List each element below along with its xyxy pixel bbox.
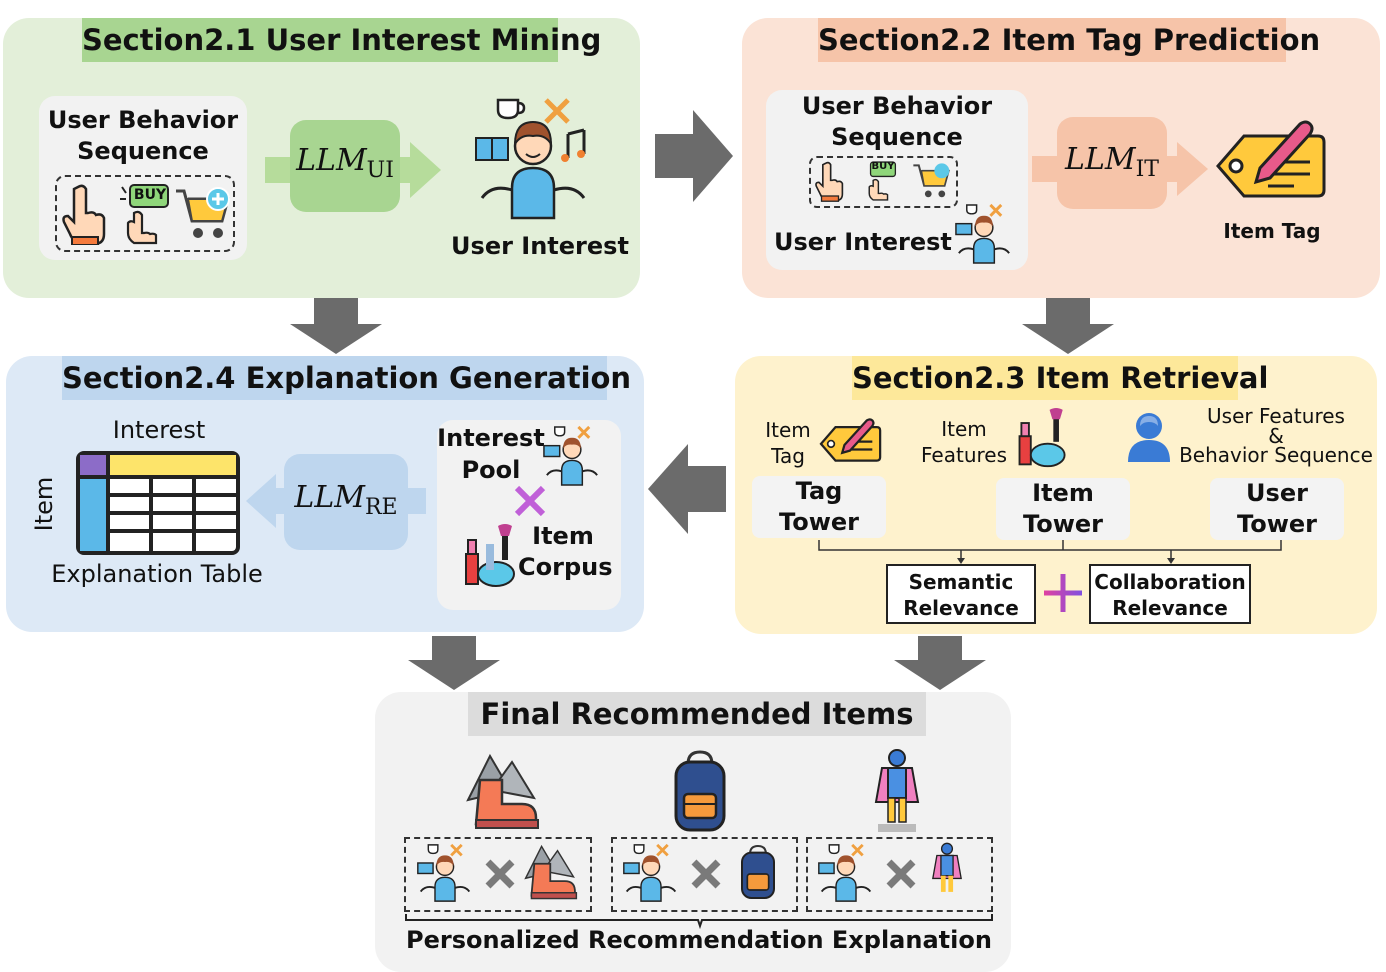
semantic-line1: Semantic	[908, 570, 1014, 594]
behavior-label-line2: Sequence	[77, 137, 209, 165]
multiply-icon-g1	[485, 859, 515, 889]
llm-it-box	[1057, 117, 1167, 209]
item-tag-feature-line1: Item	[765, 418, 811, 442]
user-profile-icon	[1128, 413, 1170, 462]
cross-icon	[514, 485, 546, 517]
behavior2-line1: User Behavior	[801, 92, 993, 120]
llm-ui-label: LLMUI	[296, 143, 394, 183]
semantic-relevance-box: Semantic Relevance	[886, 564, 1036, 624]
user-interest-icon-small	[955, 203, 1010, 264]
superhero-figure-icon-g3	[932, 842, 962, 892]
buy-label-small: BUY	[871, 161, 895, 172]
hiking-boot-icon	[466, 753, 539, 829]
pointing-hand-icon-small	[815, 161, 844, 202]
item-tag-icon	[1216, 120, 1326, 198]
explanation-group-1	[404, 837, 592, 912]
section22-title: Section2.2 Item Tag Prediction	[818, 18, 1320, 62]
interest-axis-label: Interest	[112, 416, 206, 444]
behavior2-icons-group	[809, 156, 958, 208]
user-features-line1: User Features	[1207, 404, 1345, 428]
user-tower-line1: User	[1246, 479, 1308, 507]
llm-re-box	[284, 454, 408, 550]
pointing-hand-icon	[62, 184, 106, 245]
superhero-figure-icon	[874, 749, 920, 832]
llm-it-label: LLMIT	[1065, 142, 1159, 182]
tag-tower-line2: Tower	[779, 508, 859, 536]
item-features-line2: Features	[921, 443, 1007, 467]
cosmetics-icon-small	[1018, 408, 1066, 468]
plus-icon	[1044, 574, 1082, 612]
buy-label: BUY	[133, 187, 167, 203]
llm-re-label: LLMRE	[294, 480, 398, 520]
add-to-cart-icon-small	[913, 163, 950, 198]
item-corpus-line1: Item	[532, 522, 594, 550]
final-title: Final Recommended Items	[468, 692, 926, 736]
user-interest-label: User Interest	[451, 232, 629, 260]
user-interest-icon-g3	[818, 843, 872, 902]
explanation-group-3	[806, 837, 993, 912]
tag-tower-line1: Tag	[795, 477, 843, 505]
item-tag-feature-line2: Tag	[771, 444, 805, 468]
collab-line2: Relevance	[1112, 596, 1228, 620]
flow-arrow-left	[648, 444, 726, 534]
user-features-line3: Behavior Sequence	[1179, 443, 1373, 467]
section23-title: Section2.3 Item Retrieval	[852, 356, 1268, 400]
behavior-label-line1: User Behavior	[47, 106, 239, 134]
collab-line1: Collaboration	[1094, 570, 1246, 594]
item-axis-label: Item	[30, 476, 58, 532]
user-interest-icon	[475, 98, 586, 220]
user-interest-icon-g1	[417, 843, 471, 902]
add-to-cart-icon	[176, 187, 230, 238]
multiply-icon-g3	[886, 859, 916, 889]
multiply-icon-g2	[691, 859, 721, 889]
user-tower: User Tower	[1210, 478, 1344, 540]
tower-connectors	[818, 540, 1282, 564]
item-corpus-line2: Corpus	[518, 553, 613, 581]
flow-arrow-down-right	[1022, 298, 1114, 354]
explanation-group-2	[611, 837, 798, 912]
hiking-boot-icon-g1	[524, 844, 578, 900]
flow-arrow-down-final-right	[894, 636, 986, 690]
semantic-line2: Relevance	[903, 596, 1019, 620]
explanation-brace	[405, 914, 993, 930]
interest-pool-line2: Pool	[461, 456, 521, 484]
user-interest-label-2: User Interest	[774, 228, 952, 256]
section21-title: Section2.1 User Interest Mining	[82, 18, 601, 62]
item-tower: Item Tower	[996, 478, 1130, 540]
behavior2-line2: Sequence	[831, 123, 963, 151]
backpack-icon	[674, 750, 726, 832]
explanation-table-label: Explanation Table	[51, 560, 263, 588]
user-tower-line2: Tower	[1237, 510, 1317, 538]
user-interest-icon-g2	[623, 843, 677, 902]
buy-hand-icon-small	[868, 161, 897, 201]
flow-arrow-down-final-left	[408, 636, 500, 690]
item-tower-line1: Item	[1032, 479, 1094, 507]
flow-arrow-down-left	[290, 298, 382, 354]
cosmetics-icon	[465, 524, 515, 587]
backpack-icon-g2	[741, 844, 775, 899]
interest-pool-line1: Interest	[437, 424, 545, 452]
tag-tower: Tag Tower	[752, 476, 886, 538]
flow-arrow-right	[655, 110, 733, 202]
item-tag-label: Item Tag	[1223, 219, 1321, 243]
item-features-line1: Item	[941, 417, 987, 441]
buy-hand-icon	[120, 184, 169, 245]
user-features-line2: &	[1268, 424, 1284, 448]
llm-ui-box	[290, 120, 400, 212]
item-tower-line2: Tower	[1023, 510, 1103, 538]
user-interest-icon-pool	[543, 425, 598, 486]
item-tag-icon-small	[819, 418, 882, 462]
final-footer: Personalized Recommendation Explanation	[406, 926, 992, 954]
behavior-icons-group	[55, 175, 235, 252]
explanation-table-icon	[76, 451, 240, 555]
section24-title: Section2.4 Explanation Generation	[62, 356, 631, 400]
collaboration-relevance-box: Collaboration Relevance	[1089, 564, 1251, 624]
